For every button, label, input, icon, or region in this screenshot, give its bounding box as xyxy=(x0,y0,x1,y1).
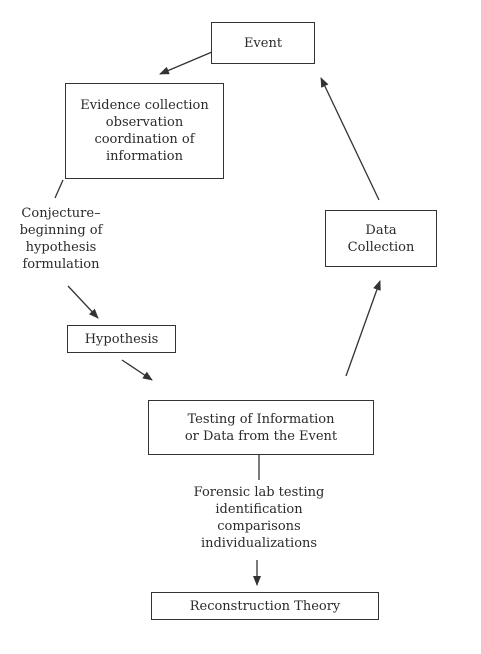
arrow-event-to-evidence xyxy=(159,51,213,75)
lab-testing-label: Forensic lab testing identification comp… xyxy=(193,485,325,551)
event-node: Event xyxy=(211,22,315,64)
arrow-conjecture-to-hypothesis xyxy=(67,285,99,319)
line-evidence-to-conjecture xyxy=(54,179,64,199)
testing-node: Testing of Information or Data from the … xyxy=(148,400,374,455)
data-collection-node: Data Collection xyxy=(325,210,437,267)
conjecture-label: Conjecture– beginning of hypothesis form… xyxy=(19,206,103,272)
arrow-hypothesis-to-testing xyxy=(121,359,153,381)
hypothesis-node: Hypothesis xyxy=(67,325,176,353)
reconstruction-theory-node: Reconstruction Theory xyxy=(151,592,379,620)
evidence-collection-node: Evidence collection observation coordina… xyxy=(65,83,224,179)
arrow-testing-to-data-collection xyxy=(345,280,381,377)
arrow-data-collection-to-event xyxy=(320,77,380,201)
